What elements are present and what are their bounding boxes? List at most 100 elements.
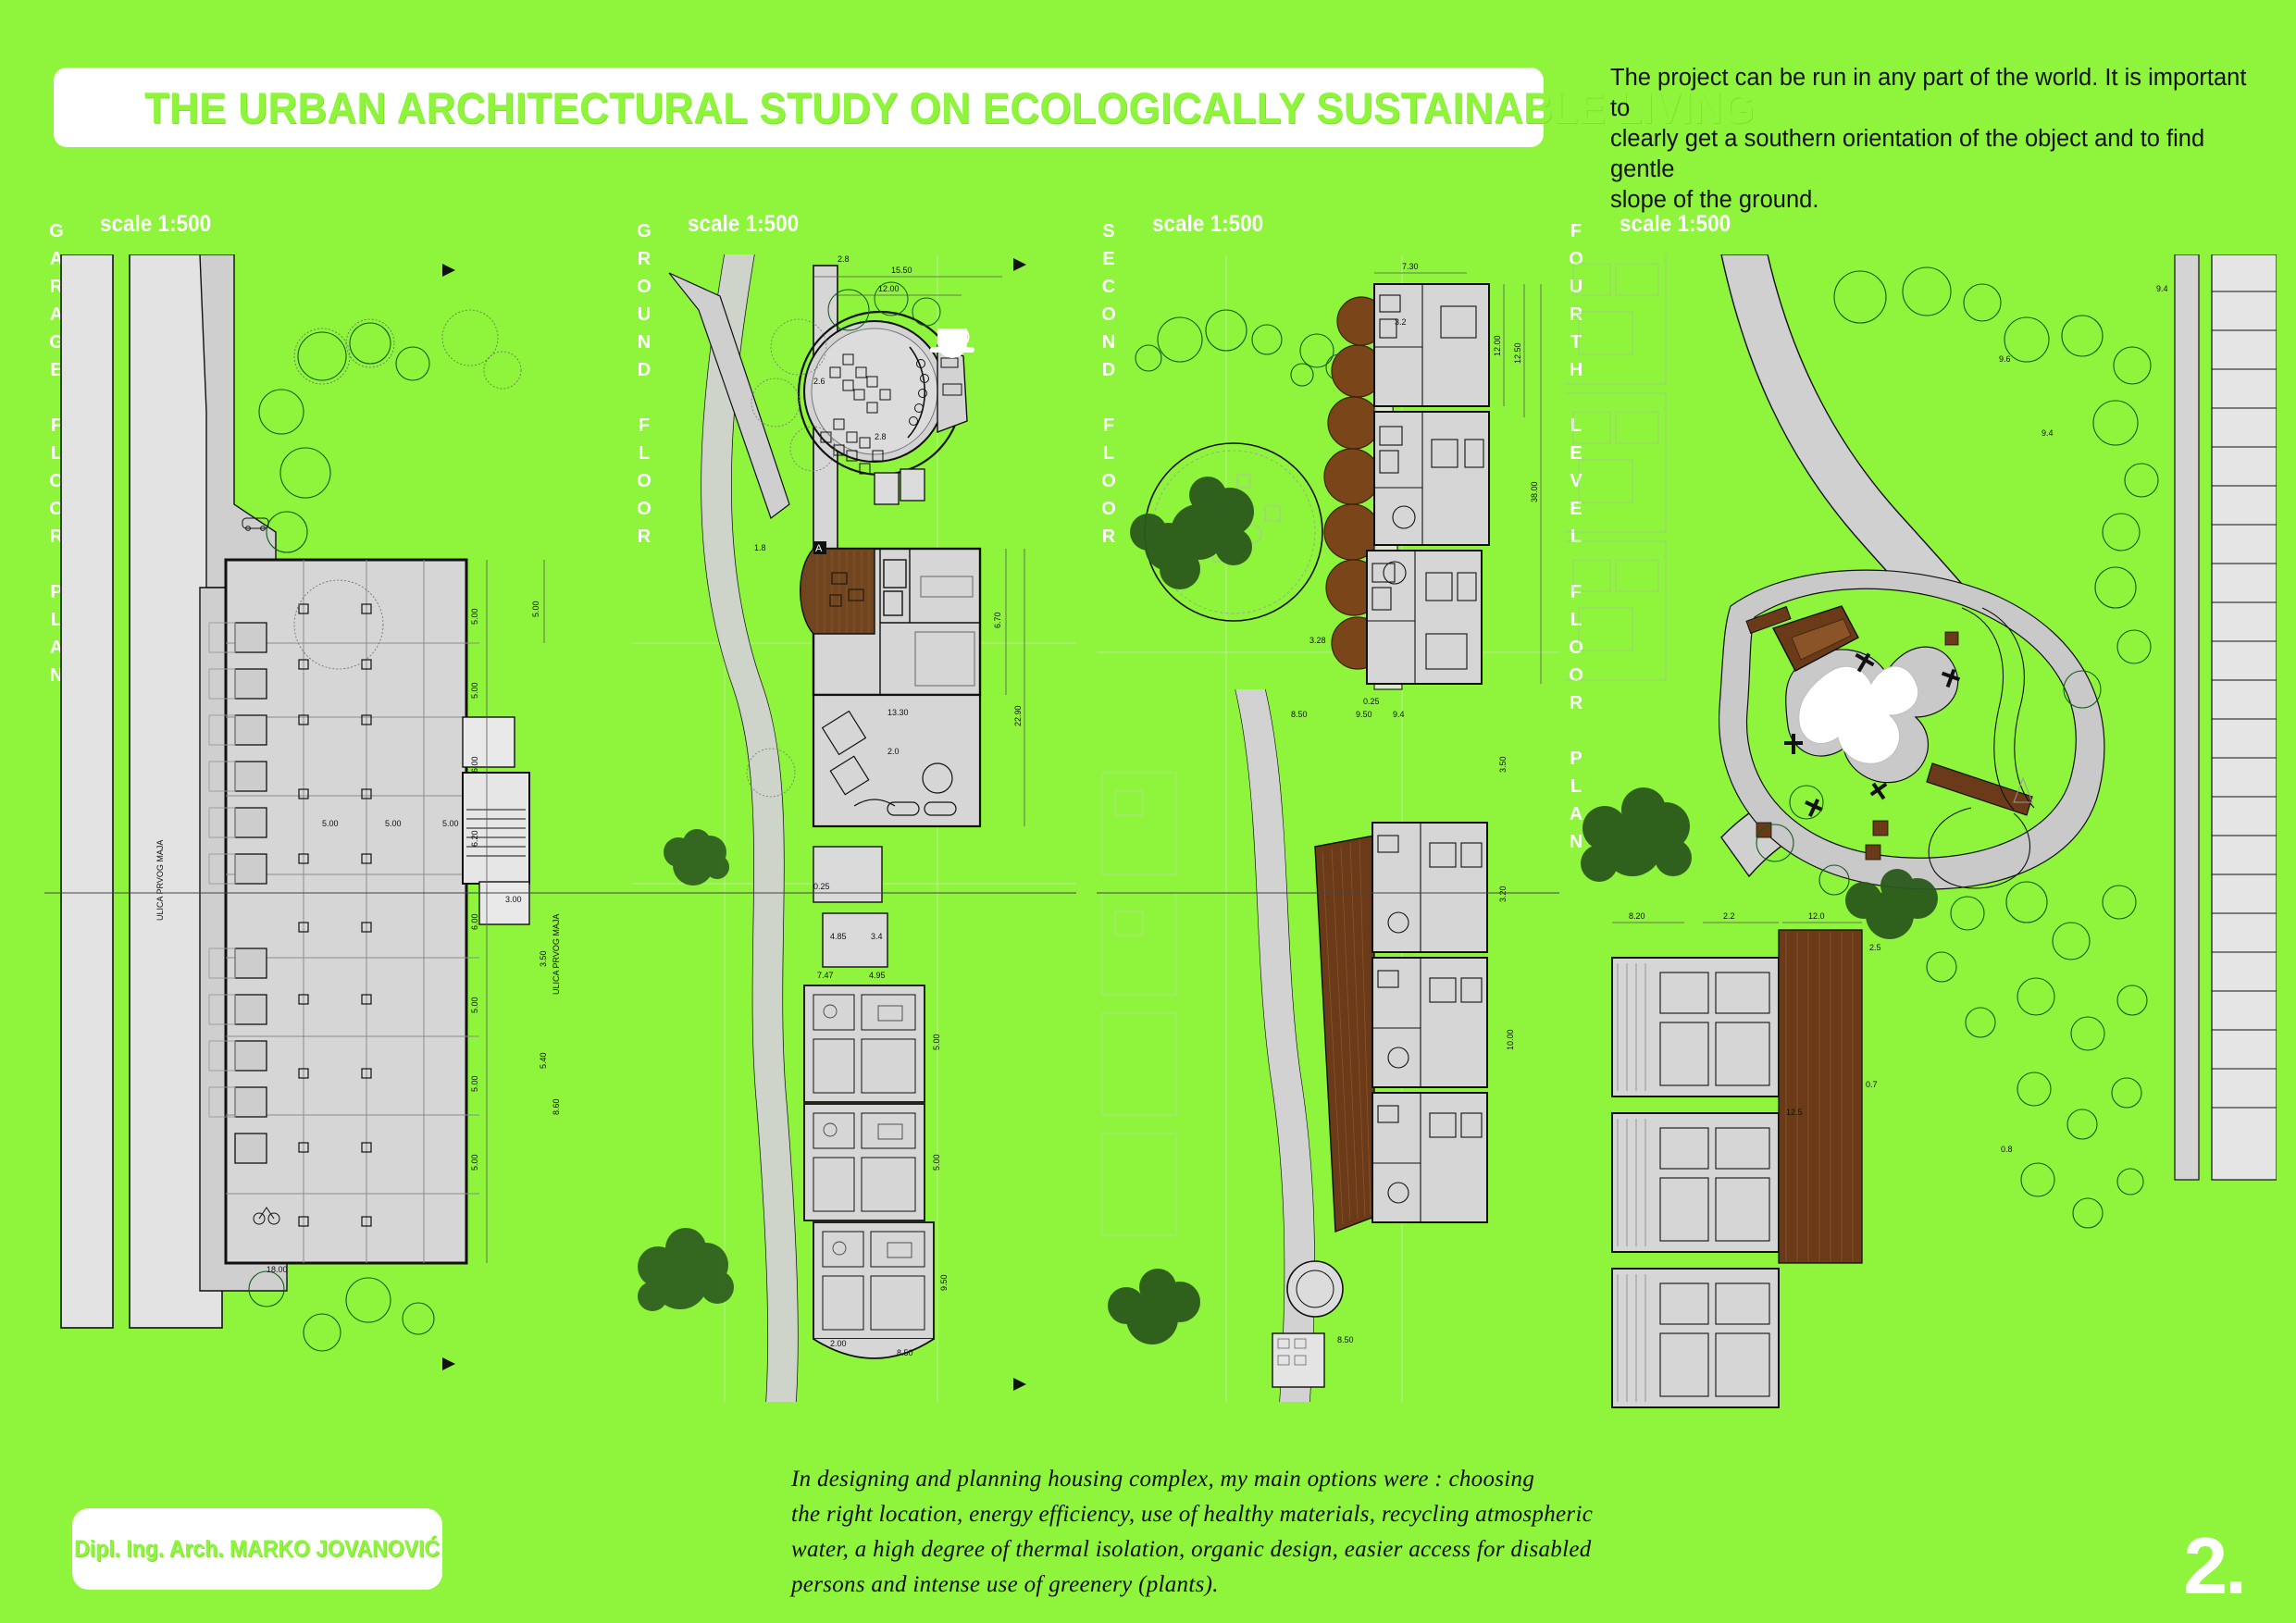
title-banner: THE URBAN ARCHITECTURAL STUDY ON ECOLOGI… [54,68,1755,147]
panel-label-letter: D [637,360,652,380]
svg-text:3.2: 3.2 [1395,317,1407,327]
svg-text:3.50: 3.50 [539,950,548,967]
page-title: THE URBAN ARCHITECTURAL STUDY ON ECOLOGI… [144,82,1756,132]
statement-line-1: In designing and planning housing comple… [791,1467,1535,1492]
svg-text:5.00: 5.00 [932,1154,941,1171]
svg-text:3.00: 3.00 [505,895,522,904]
panel-label-letter: L [1102,443,1115,464]
svg-text:2.8: 2.8 [838,254,850,264]
svg-text:12.50: 12.50 [1513,342,1522,364]
panel-label-letter: L [1570,776,1582,797]
svg-text:7.30: 7.30 [1402,262,1419,271]
panel-label-letter: P [50,582,63,602]
panel-label-letter: F [50,415,63,436]
panel-label-letter: R [637,249,652,269]
panel-label-letter: R [637,527,652,547]
intro-line-3: slope of the ground. [1610,186,1819,213]
panel-label-letter: O [1101,499,1116,519]
panel-label-letter: O [1569,665,1583,686]
svg-text:ULICA PRVOG MAJA: ULICA PRVOG MAJA [155,840,165,921]
statement-line-2: the right location, energy efficiency, u… [791,1502,1594,1527]
svg-text:22.90: 22.90 [1013,705,1023,726]
svg-text:12.5: 12.5 [1786,1108,1803,1117]
svg-text:5.00: 5.00 [470,1154,479,1171]
panel-label-letter: N [49,665,64,686]
panel-label-letter: F [638,415,651,436]
panel-label-letter: N [637,332,652,353]
svg-text:8.50: 8.50 [1337,1335,1354,1344]
panel-label-letter: N [1101,332,1116,353]
svg-text:5.00: 5.00 [470,1075,479,1092]
panel-label-letter: R [1569,693,1583,713]
panel-label-letter: R [49,527,64,547]
panel-label-letter: O [1569,249,1583,269]
panel-label-letter: O [1101,304,1116,325]
svg-text:12.00: 12.00 [1493,335,1502,356]
svg-text:0.7: 0.7 [1866,1080,1878,1089]
svg-text:6.20: 6.20 [470,830,479,847]
svg-text:0.8: 0.8 [2001,1145,2013,1154]
svg-text:3.4: 3.4 [871,932,883,941]
page-number: 2. [2183,1522,2247,1611]
panel-label-letter: F [1102,415,1115,436]
intro-line-1: The project can be run in any part of th… [1610,65,2247,121]
svg-text:8.20: 8.20 [1629,911,1645,921]
svg-text:0.25: 0.25 [813,882,830,891]
svg-text:9.4: 9.4 [1393,710,1405,719]
garage-plan-drawing: 5.00 5.00 6.00 6.20 6.00 5.00 5.00 5.00 … [44,254,637,1393]
statement-line-3: water, a high degree of thermal isolatio… [791,1537,1592,1562]
panel-label-letter: C [1101,277,1116,297]
panel-label-letter: E [1102,249,1115,269]
svg-text:5.00: 5.00 [322,819,339,828]
panel-label-letter: P [1570,749,1582,769]
svg-text:5.00: 5.00 [470,608,479,625]
svg-text:5.00: 5.00 [470,682,479,699]
svg-text:13.30: 13.30 [887,708,909,717]
statement-line-4: persons and intense use of greenery (pla… [791,1572,1219,1597]
panel-label-letter: U [637,304,652,325]
panel-label-letter: O [49,499,64,519]
panel-label-letter: N [1569,832,1583,852]
panel-label-letter: G [49,332,64,353]
svg-text:6.00: 6.00 [470,756,479,773]
panel-label-letter: H [1569,360,1583,380]
panel-label-letter: F [1570,221,1582,242]
svg-text:4.85: 4.85 [830,932,847,941]
ground-floor-plan-drawing: A [632,254,1076,1402]
panel-label-letter: L [638,443,651,464]
panel-label-letter: R [1101,527,1116,547]
cafe-icon [930,328,974,358]
panel-label-letter: O [1101,471,1116,491]
panel-scale-second: scale 1:500 [1152,211,1264,237]
svg-text:9.4: 9.4 [2156,284,2168,293]
panel-label-letter: G [637,221,652,242]
panel-scale-garage: scale 1:500 [100,211,212,237]
panel-label-letter: A [1569,804,1583,824]
svg-text:2.00: 2.00 [830,1339,847,1348]
svg-text:7.47: 7.47 [817,971,834,980]
panel-label-letter: O [1569,638,1583,658]
author-badge: Dipl. Ing. Arch. MARKO JOVANOVIĆ [72,1508,442,1590]
svg-text:1.8: 1.8 [754,543,766,552]
svg-text:A: A [815,543,823,554]
panel-label-letter: E [50,360,63,380]
svg-text:5.00: 5.00 [531,601,540,617]
panel-label-letter: R [1569,304,1583,325]
svg-text:2.2: 2.2 [1723,911,1735,921]
svg-text:5.00: 5.00 [442,819,459,828]
panel-label-letter: O [637,277,652,297]
svg-text:5.40: 5.40 [539,1052,548,1069]
svg-text:5.00: 5.00 [470,997,479,1013]
panel-label-letter: A [49,249,64,269]
svg-text:ULICA PRVOG MAJA: ULICA PRVOG MAJA [552,914,561,995]
intro-paragraph: The project can be run in any part of th… [1610,63,2249,215]
author-name: Dipl. Ing. Arch. MARKO JOVANOVIĆ [74,1535,441,1562]
panel-label-letter: L [1570,527,1582,547]
